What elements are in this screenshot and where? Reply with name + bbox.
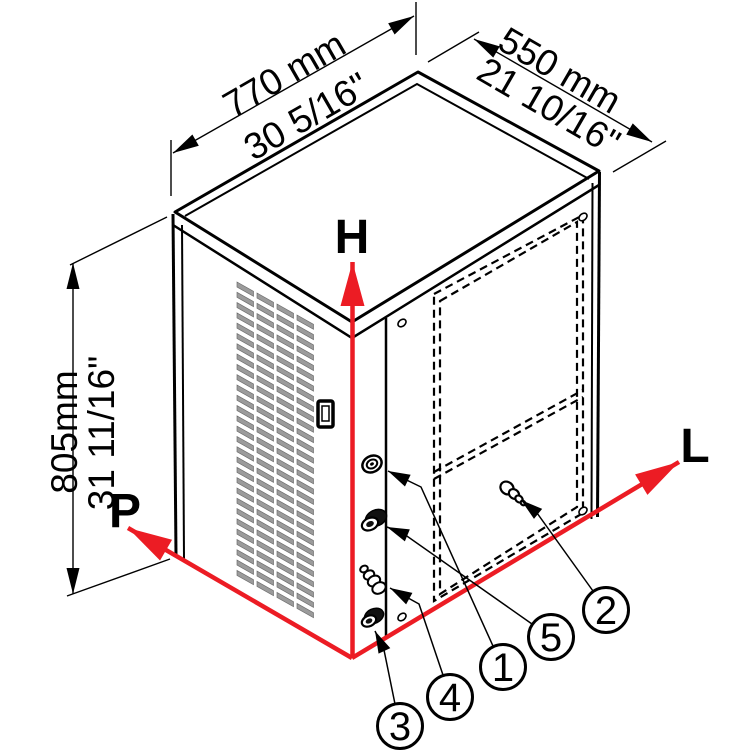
fitting-2-screw: [499, 480, 527, 507]
reference-axes: [126, 262, 681, 660]
leader-5: [386, 526, 533, 625]
screw-hole-icon: [578, 212, 588, 222]
fitting-4-hose-barb: [359, 564, 387, 595]
callout-3-number: 3: [389, 705, 411, 749]
left-outer-edge: [171, 213, 178, 557]
dimension-height-mm-label: 805mm: [44, 370, 85, 493]
screw-hole-icon: [397, 612, 407, 622]
fitting-5-pipe-stub: [360, 508, 388, 532]
axis-l-label: L: [680, 420, 709, 473]
axis-p-line: [126, 526, 354, 660]
dimension-height: 805mm 31 11/16": [44, 216, 171, 597]
witness-line: [427, 31, 480, 63]
leader-3: [374, 630, 396, 705]
callout-leaders: [374, 470, 594, 705]
callout-4-number: 4: [439, 676, 461, 720]
witness-line: [69, 216, 168, 266]
dimension-height-inch-label: 31 11/16": [81, 356, 122, 510]
callout-4: 4: [426, 673, 474, 721]
screw-holes: [397, 212, 588, 622]
dashed-access-panel: [432, 213, 585, 603]
dimension-line: [172, 15, 415, 154]
connection-fittings: [359, 454, 527, 628]
leader-1: [387, 470, 494, 647]
callout-1-number: 1: [492, 646, 514, 690]
leader-4: [389, 587, 444, 676]
vent-grille: [236, 281, 314, 619]
side-latch: [316, 399, 335, 429]
fitting-1-grommet: [361, 454, 383, 474]
right-outer-edge: [596, 171, 601, 518]
callout-3: 3: [376, 702, 424, 750]
fitting-3-pipe-stub: [360, 607, 385, 628]
callout-1: 1: [479, 643, 527, 691]
vent-slats: [236, 281, 314, 619]
witness-line: [612, 140, 667, 173]
lid-rim-inner-line: [184, 82, 590, 217]
panel-outline-inner: [438, 220, 579, 597]
witness-line: [66, 558, 171, 597]
axis-p-label: P: [109, 485, 141, 538]
callout-2: 2: [582, 586, 630, 634]
callout-2-number: 2: [595, 589, 617, 633]
axis-h-label: H: [335, 211, 370, 264]
screw-hole-icon: [578, 506, 588, 516]
dimension-line: [473, 38, 653, 143]
panel-divider-lower: [433, 396, 584, 480]
right-inner-edge: [590, 182, 594, 520]
panel-divider-upper: [433, 389, 584, 473]
callout-5: 5: [527, 613, 575, 661]
panel-outline-outer: [432, 213, 585, 603]
axis-l-line: [350, 460, 681, 660]
callout-5-number: 5: [540, 616, 562, 660]
leader-2: [520, 499, 594, 592]
screw-hole-icon: [397, 318, 407, 328]
left-inner-edge: [181, 224, 185, 560]
callout-balloons: 1 2 3 4 5: [376, 586, 630, 750]
